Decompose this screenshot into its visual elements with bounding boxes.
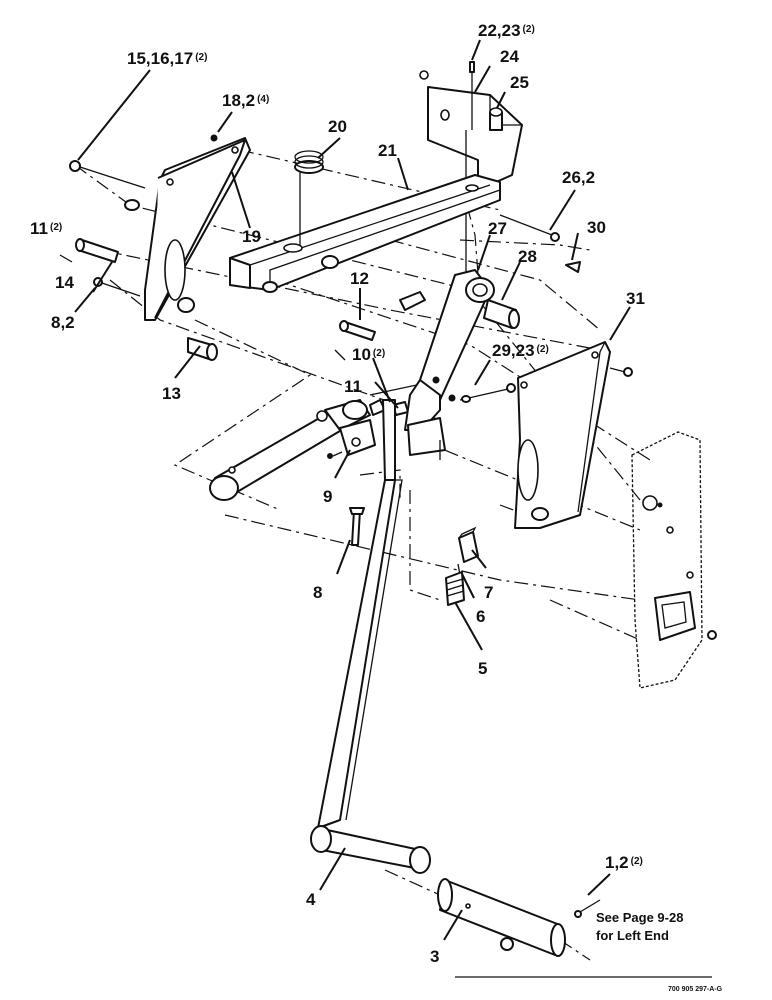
lever-arm <box>310 269 495 874</box>
callout-24: 24 <box>500 47 519 66</box>
callout-8: 8 <box>313 583 322 602</box>
callout-1-2: 1,2(2) <box>605 853 643 872</box>
bolt-26 <box>499 214 560 242</box>
spring-washer <box>294 150 324 174</box>
callout-labels: 15,16,17(2) 18,2(4) 20 22,23(2) 24 25 21… <box>30 21 645 966</box>
small-bolt <box>210 134 218 142</box>
note-line-2: for Left End <box>596 928 669 943</box>
long-bolt <box>69 160 146 211</box>
callout-30: 30 <box>587 218 606 237</box>
callout-22-23: 22,23(2) <box>478 21 535 40</box>
leader-lines <box>74 39 631 941</box>
callout-27: 27 <box>488 219 507 238</box>
mounting-bracket <box>419 61 523 280</box>
callout-12: 12 <box>350 269 369 288</box>
note-line-1: See Page 9-28 <box>596 910 683 925</box>
callout-20: 20 <box>328 117 347 136</box>
frame-plate <box>631 431 717 689</box>
pin-12 <box>339 320 376 341</box>
callout-11: 11 <box>344 377 362 396</box>
callout-26-2: 26,2 <box>562 168 595 187</box>
bushing-13 <box>187 337 218 361</box>
pin-28 <box>483 299 520 329</box>
right-side-plate <box>514 341 633 529</box>
block-7 <box>458 526 479 563</box>
spring-5 <box>445 563 465 606</box>
bolt-29 <box>459 383 516 403</box>
callout-25: 25 <box>510 73 529 92</box>
callout-4: 4 <box>306 890 316 909</box>
callout-3: 3 <box>430 947 439 966</box>
callout-8-2: 8,2 <box>51 313 75 332</box>
callout-15-16-17: 15,16,17(2) <box>127 49 207 68</box>
cotter-pin-11 <box>334 349 346 361</box>
callout-28: 28 <box>518 247 537 266</box>
cross-channel <box>229 170 501 293</box>
clip-30 <box>565 261 581 273</box>
hydraulic-cylinder <box>209 399 386 501</box>
callout-31: 31 <box>626 289 645 308</box>
callout-6: 6 <box>476 607 485 626</box>
left-side-plate <box>144 137 251 321</box>
drawing-number: 700 905 297-A-G <box>668 986 723 993</box>
callout-29-23: 29,23(2) <box>492 341 549 360</box>
callout-14: 14 <box>55 273 74 292</box>
callout-19: 19 <box>242 227 261 246</box>
callout-7: 7 <box>484 583 493 602</box>
callout-21: 21 <box>378 141 397 160</box>
bolt-8 <box>349 507 365 546</box>
tube-3 <box>437 878 601 957</box>
callout-10: 10(2) <box>352 345 385 364</box>
drawing-number-block: 700 905 297-A-G <box>455 976 723 993</box>
see-page-note: See Page 9-28 for Left End <box>596 910 683 943</box>
pin-14 <box>59 238 119 263</box>
callout-11-top: 11(2) <box>30 219 62 238</box>
callout-5: 5 <box>478 659 487 678</box>
callout-9: 9 <box>323 487 332 506</box>
callout-13: 13 <box>162 384 181 403</box>
callout-18-2: 18,2(4) <box>222 91 269 110</box>
